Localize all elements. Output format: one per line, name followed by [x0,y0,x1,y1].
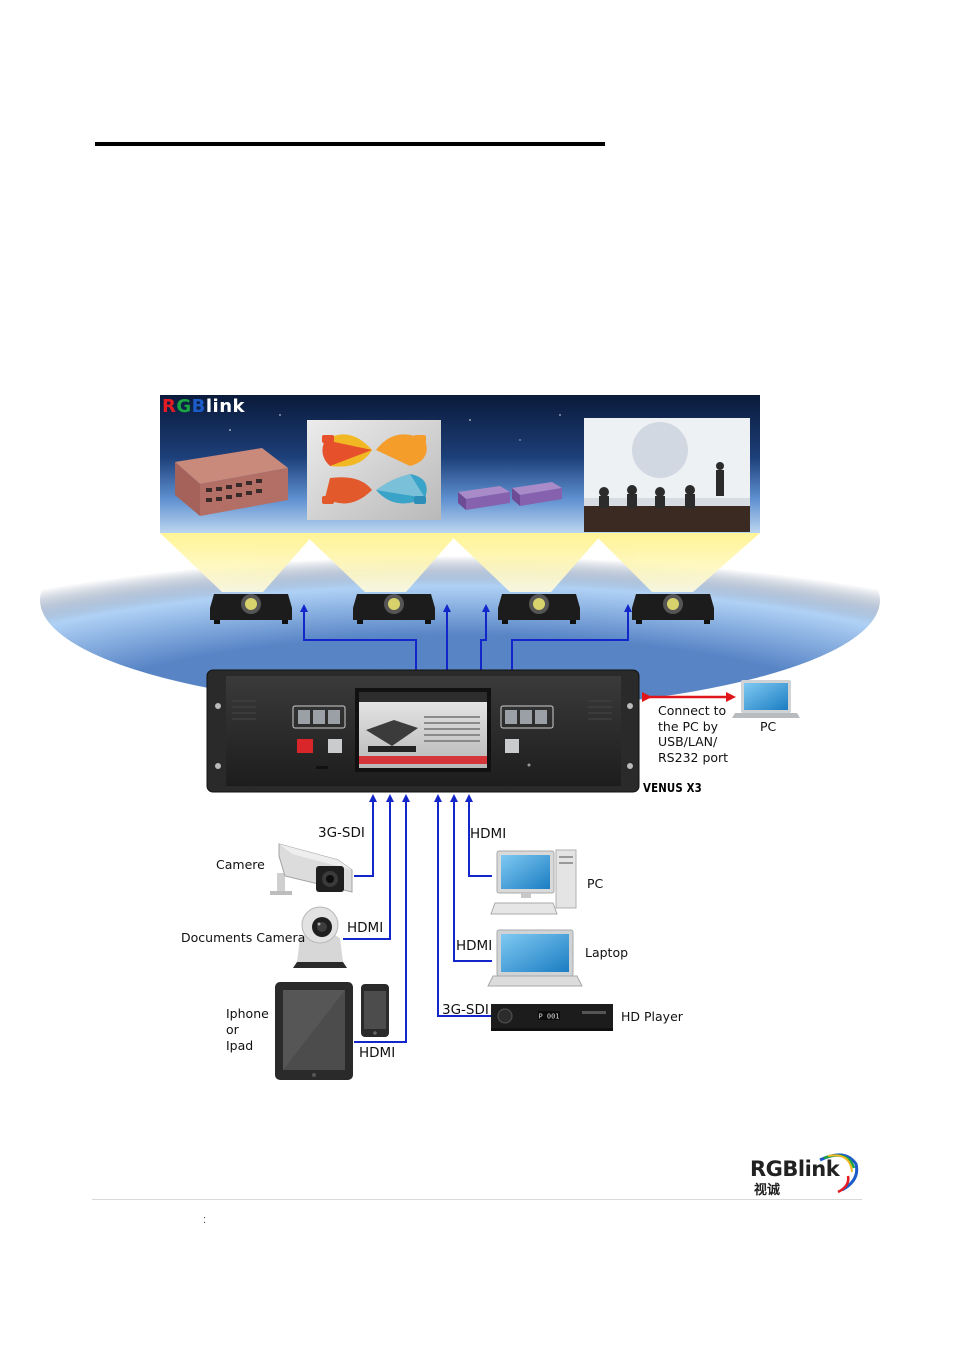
control-pc-label: PC [760,719,777,734]
brand-logo-top: RGBlink [162,396,246,417]
logo-text: RGBlink [750,1157,841,1181]
iphone-ipad-line: Iphone [226,1006,269,1021]
laptop-label: Laptop [585,945,629,960]
desktop-pc-icon [490,849,577,915]
projection-wall [40,395,880,710]
logo-cn: 视诚 [754,1182,780,1198]
projector-beams [160,533,760,592]
output-arrows [300,604,632,670]
connect-line: Connect to [658,703,727,718]
device-name: VENUS X3 [643,781,702,795]
iphone-ipad-line: Ipad [226,1038,254,1053]
hd-player-icon: P 001 [491,1004,613,1031]
input-arrows [343,794,492,1043]
signal-label-laptop: HDMI [456,938,493,954]
pc-connection-text: Connect to the PC by USB/LAN/ RS232 port [658,703,748,765]
signal-label-documents-camera: HDMI [347,920,384,936]
footer-rule [92,1199,862,1200]
ptz-camera-icon [293,906,347,968]
conference-photo [584,418,750,532]
documents-camera-label: Documents Camera [181,930,306,945]
signal-label-hd-player: 3G-SDI [442,1002,489,1018]
rack-device-icon [175,448,288,516]
iphone-ipad-line: or [226,1022,239,1037]
venus-x3-device [206,669,640,793]
signal-label-camera: 3G-SDI [318,825,365,841]
camera-icon [270,843,353,895]
hd-player-display: P 001 [538,1013,559,1021]
camera-label: Camere [216,857,265,872]
iphone-ipad-label: Iphone or Ipad [226,1006,269,1054]
phone-icon [361,984,389,1037]
connect-line: the PC by [658,718,719,734]
hd-player-label: HD Player [621,1009,683,1024]
projector-icon [210,594,714,624]
infographic-slide [307,420,441,520]
laptop-icon [732,680,800,718]
footer-note: : [203,1214,207,1226]
heading-rule [95,142,605,146]
connect-line: RS232 port [658,749,729,765]
converter-boxes [458,482,562,510]
signal-label-iphone-ipad: HDMI [359,1045,396,1061]
tablet-icon [275,982,353,1080]
pc-label: PC [587,876,604,891]
connect-line: USB/LAN/ [658,734,718,749]
brand-logo-bottom: RGBlink 视诚 [750,1153,859,1198]
signal-label-pc: HDMI [470,826,507,842]
laptop-icon [487,929,583,987]
